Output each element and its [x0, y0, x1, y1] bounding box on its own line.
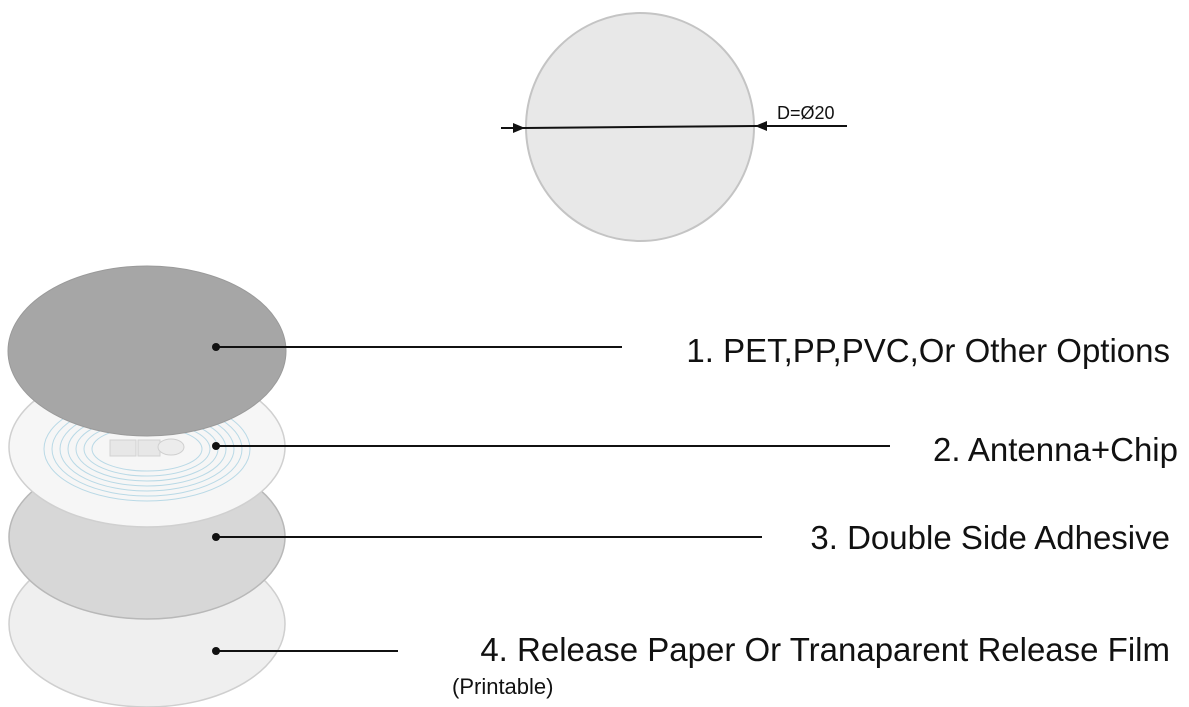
leader-dot-4	[212, 647, 220, 655]
leader-dot-1	[212, 343, 220, 351]
top-view: D=Ø20	[501, 12, 847, 242]
layer-3-label: 3. Double Side Adhesive	[810, 519, 1170, 556]
layer-1-face-material	[7, 265, 287, 437]
layer-1-disc	[7, 265, 287, 437]
leader-lines	[216, 346, 890, 652]
diameter-line	[523, 125, 757, 129]
dimension-label: D=Ø20	[777, 103, 835, 123]
leader-dot-2	[212, 442, 220, 450]
layer-4-label: 4. Release Paper Or Tranaparent Release …	[480, 631, 1170, 668]
layer-4-sublabel: (Printable)	[452, 674, 553, 699]
layer-1-label: 1. PET,PP,PVC,Or Other Options	[686, 332, 1170, 369]
layer-2-label: 2. Antenna+Chip	[933, 431, 1178, 468]
leader-dot-3	[212, 533, 220, 541]
leader-dots	[212, 343, 220, 655]
chip-icon	[109, 438, 185, 457]
